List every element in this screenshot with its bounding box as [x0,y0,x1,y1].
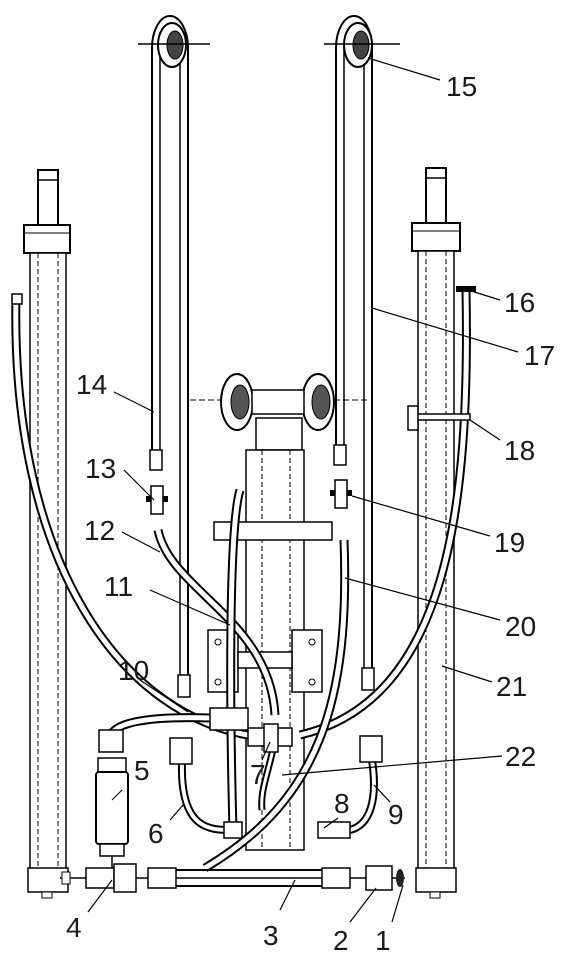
label-20: 20 [505,611,536,642]
label-16: 16 [504,287,535,318]
label-8: 8 [334,788,350,819]
label-3: 3 [263,920,279,951]
callout-labels: 1 2 3 4 5 6 7 8 9 10 11 12 13 14 15 16 1… [66,71,555,953]
label-9: 9 [388,799,404,830]
label-13: 13 [85,453,116,484]
label-1: 1 [375,925,391,953]
hoses [11,289,471,872]
label-21: 21 [496,671,527,702]
filter [95,757,129,872]
label-4: 4 [66,912,82,943]
label-18: 18 [504,435,535,466]
label-22: 22 [505,741,536,772]
right-hose-loop [324,15,400,691]
label-10: 10 [118,655,149,686]
label-15: 15 [446,71,477,102]
label-19: 19 [494,527,525,558]
label-5: 5 [134,755,150,786]
bottom-pipe [60,863,405,893]
leader-lines [87,57,519,923]
label-11: 11 [104,571,133,602]
label-14: 14 [76,369,107,400]
label-17: 17 [524,340,555,371]
label-6: 6 [148,818,164,849]
fittings [11,286,476,839]
label-2: 2 [333,925,349,953]
label-7: 7 [250,759,266,790]
left-hose-loop [138,15,210,698]
label-12: 12 [84,515,115,546]
